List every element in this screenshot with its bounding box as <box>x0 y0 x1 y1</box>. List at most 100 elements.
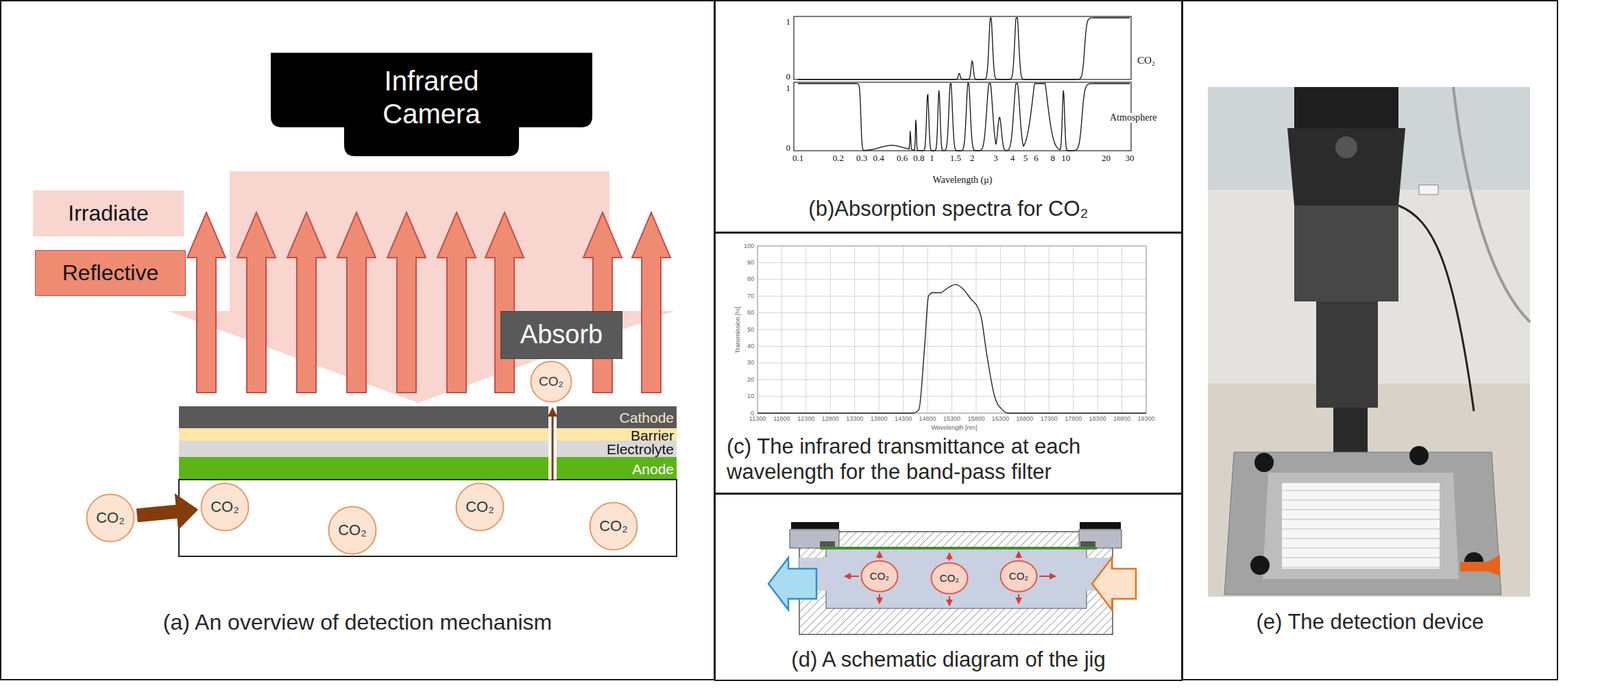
co2-molecule: CO₂ <box>85 493 136 543</box>
node-label: CO₂ <box>337 521 367 539</box>
outlet-arrow <box>768 558 817 611</box>
axis-tick: 40 <box>747 343 755 350</box>
molecule-outline <box>590 503 638 551</box>
layer-label: Electrolyte <box>606 442 674 457</box>
axis-tick: 2 <box>970 153 975 163</box>
axis-tick: 1 <box>786 17 792 27</box>
layer-label: Cathode <box>619 410 674 426</box>
permeation-arrow <box>551 415 554 480</box>
axis-tick: 90 <box>747 259 755 266</box>
grid-line <box>781 246 783 414</box>
axis-tick-holder: 60 <box>747 309 755 317</box>
axis-tick: 16300 <box>991 416 1010 423</box>
transmittance-curve <box>757 284 1147 414</box>
axis-tick-holder: 3 <box>993 153 999 163</box>
axis-tick: 70 <box>747 293 755 300</box>
molecule-outline <box>1000 561 1038 593</box>
axis-tick: 19300 <box>1137 416 1155 423</box>
co2-molecule: CO₂ <box>999 560 1038 593</box>
spectrum-curve <box>797 17 1130 151</box>
axis-tick-holder: 6 <box>1033 153 1039 163</box>
membrane <box>819 547 1097 550</box>
infrared-camera: Infrared Camera <box>270 52 593 157</box>
device-photo <box>1281 483 1440 569</box>
node-label: CO₂ <box>599 517 628 535</box>
axis-tick: 11300 <box>749 416 766 423</box>
gas-cavity <box>826 548 1087 609</box>
diffusion-arrow <box>1017 551 1020 559</box>
axis-tick: 17800 <box>1064 416 1082 423</box>
axis-tick: 1 <box>786 83 792 93</box>
axis-tick: 20 <box>1101 153 1111 163</box>
device-photo <box>1460 555 1500 576</box>
axis-tick-holder: 18800 <box>1113 416 1131 423</box>
axis-tick-holder: 10 <box>1061 153 1071 163</box>
axis-tick: 8 <box>1050 153 1056 163</box>
axis-tick: 80 <box>747 276 755 283</box>
node-label: CO₂ <box>465 498 495 516</box>
clamp-block <box>789 529 840 549</box>
layer-label-holder: Anode <box>632 462 674 477</box>
co2-molecule: CO₂ <box>930 562 969 596</box>
axis-tick: 16800 <box>1015 416 1034 423</box>
reflected-ray <box>287 212 326 393</box>
axis-tick-holder: 0.1 <box>792 153 804 163</box>
axis-tick-holder: 70 <box>747 293 755 300</box>
axis-tick-holder: 0.2 <box>832 153 844 163</box>
layer-label: Barrier <box>630 428 674 443</box>
axis-tick: 50 <box>747 326 755 334</box>
axis-tick: 0 <box>786 143 792 153</box>
axis-tick-holder: 13300 <box>845 416 864 423</box>
plot-frame <box>757 246 1147 414</box>
device-photo <box>1287 128 1406 206</box>
grid-line <box>1121 246 1123 414</box>
grid-line <box>975 246 977 414</box>
axis-tick: 20 <box>747 377 755 384</box>
layer-label: Anode <box>632 462 674 477</box>
node-label: Reflective <box>62 260 160 286</box>
node-label: Infrared Camera <box>359 64 504 131</box>
co2-molecule: CO₂ <box>200 482 250 532</box>
irradiate-beam <box>168 171 674 404</box>
axis-tick: 10 <box>1061 153 1071 163</box>
clamp-bar <box>791 522 840 530</box>
panel-caption: (a) An overview of detection mechanism <box>1 609 714 636</box>
axis-tick-holder: 90 <box>747 259 755 266</box>
mechanism-illustration <box>168 171 677 557</box>
clamp-bar <box>1079 522 1121 530</box>
axis-tick-holder: 30 <box>1125 153 1135 163</box>
axis-tick: 3 <box>993 153 999 163</box>
axis-tick-holder: 12800 <box>821 416 840 423</box>
axis-tick: 30 <box>1125 153 1135 163</box>
diffusion-arrow <box>878 551 881 559</box>
axis-tick-holder: 100 <box>743 243 755 250</box>
axis-tick: 30 <box>747 359 755 367</box>
device-photo <box>1224 452 1502 596</box>
molecule-outline <box>87 494 135 543</box>
molecule-outline <box>531 361 572 403</box>
reflected-ray <box>437 212 476 393</box>
axis-tick: 10 <box>747 393 755 400</box>
node-label: CO₂ <box>869 570 890 583</box>
layer-label-holder: Barrier <box>630 428 674 443</box>
molecule-outline <box>329 507 377 555</box>
diffusion-arrow <box>844 551 1056 606</box>
axis-tick-holder: 15300 <box>943 416 961 423</box>
figure-panel: (e) The detection device <box>1181 0 1559 681</box>
axis-tick-holder: 1 <box>786 83 792 93</box>
node-label: CO₂ <box>939 572 960 585</box>
axis-tick-holder: 1 <box>786 17 792 27</box>
axis-tick-holder: 14800 <box>919 416 937 423</box>
axis-tick-holder: 0.4 <box>873 153 885 163</box>
axis-tick: 13300 <box>845 416 864 423</box>
axis-tick-holder: 17300 <box>1040 416 1058 423</box>
reflected-ray <box>187 212 671 393</box>
axis-tick: 0 <box>786 71 792 81</box>
axis-title-holder: Wavelength (μ) <box>932 175 993 186</box>
axis-tick-holder: 2 <box>970 153 975 163</box>
axis-tick: 12800 <box>821 416 840 423</box>
axis-tick: 15800 <box>967 416 985 423</box>
